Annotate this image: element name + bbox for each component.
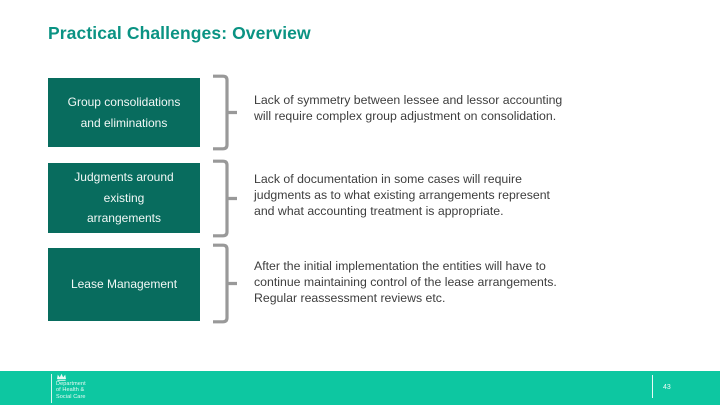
page-title: Practical Challenges: Overview <box>48 23 311 43</box>
page-number: 43 <box>663 384 671 391</box>
footer-bar: Department of Health & Social Care 43 <box>0 371 720 405</box>
crown-icon <box>57 373 66 381</box>
brace-icon <box>213 74 237 151</box>
page-number-divider <box>652 375 653 398</box>
challenge-box-lease-management: Lease Management <box>48 248 200 321</box>
brace-icon <box>213 159 237 238</box>
challenge-description: After the initial implementation the ent… <box>254 259 557 305</box>
challenge-box-judgments: Judgments around existing arrangements <box>48 163 200 233</box>
challenge-description: Lack of symmetry between lessee and less… <box>254 93 563 123</box>
challenge-description: Lack of documentation in some cases will… <box>254 172 550 218</box>
dhsc-logo-text: Department of Health & Social Care <box>56 381 86 400</box>
brace-icon <box>213 243 237 324</box>
logo-divider <box>51 374 52 403</box>
challenge-box-group-consolidations: Group consolidations and eliminations <box>48 78 200 147</box>
